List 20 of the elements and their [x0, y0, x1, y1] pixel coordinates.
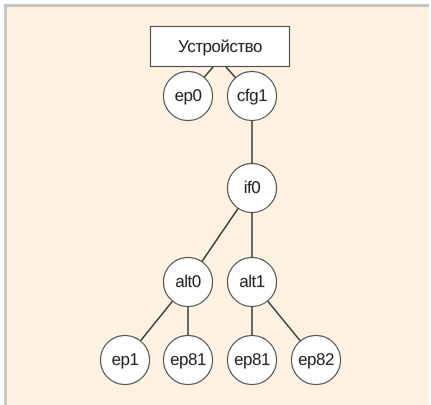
node-label: if0: [244, 178, 260, 198]
tree-line: [187, 307, 189, 335]
tree-line: [140, 300, 173, 342]
node-label: ep1: [112, 350, 138, 370]
node-label: ep81: [234, 350, 270, 370]
tree-line: [251, 213, 253, 257]
node-label: Устройство: [178, 36, 262, 56]
tree-line: [251, 307, 253, 335]
node-label: ep81: [170, 350, 206, 370]
tree-line: [204, 66, 214, 78]
node-label: cfg1: [236, 86, 268, 106]
tree-line: [251, 121, 253, 163]
node-label: alt1: [239, 272, 265, 292]
node-label: alt0: [175, 272, 201, 292]
tree-line: [201, 208, 239, 262]
node-label: ep0: [174, 86, 202, 106]
root-box: [150, 26, 290, 67]
tree-line: [267, 300, 301, 342]
tree-line: [225, 66, 236, 78]
node-label: ep82: [298, 350, 334, 370]
